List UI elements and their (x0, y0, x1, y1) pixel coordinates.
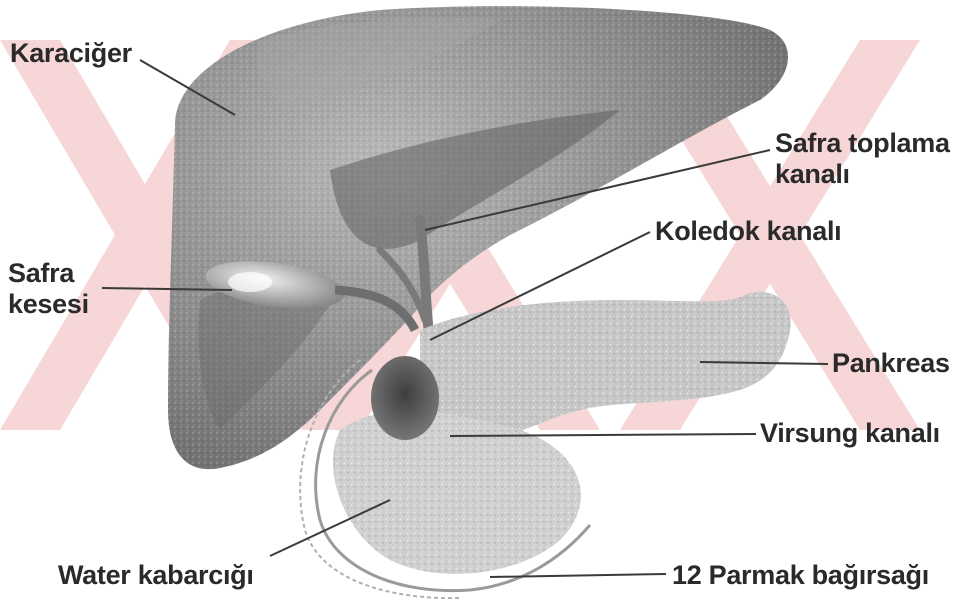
label-gallbladder-line1: Safra (8, 258, 108, 289)
label-gallbladder-line2: kesesi (8, 289, 108, 320)
label-common-bile-duct: Koledok kanalı (655, 216, 841, 247)
label-bile-collecting-line2: kanalı (775, 159, 955, 190)
label-liver: Karaciğer (10, 38, 132, 69)
label-wirsung-duct: Virsung kanalı (760, 418, 940, 449)
leader-line-duodenum (490, 574, 666, 577)
label-pancreas: Pankreas (832, 348, 950, 379)
label-ampulla-vater: Water kabarcığı (58, 560, 254, 591)
label-bile-collecting-duct: Safra toplama kanalı (775, 128, 955, 190)
label-bile-collecting-line1: Safra toplama (775, 128, 955, 159)
label-gallbladder: Safra kesesi (8, 258, 108, 320)
label-duodenum: 12 Parmak bağırsağı (672, 560, 929, 591)
